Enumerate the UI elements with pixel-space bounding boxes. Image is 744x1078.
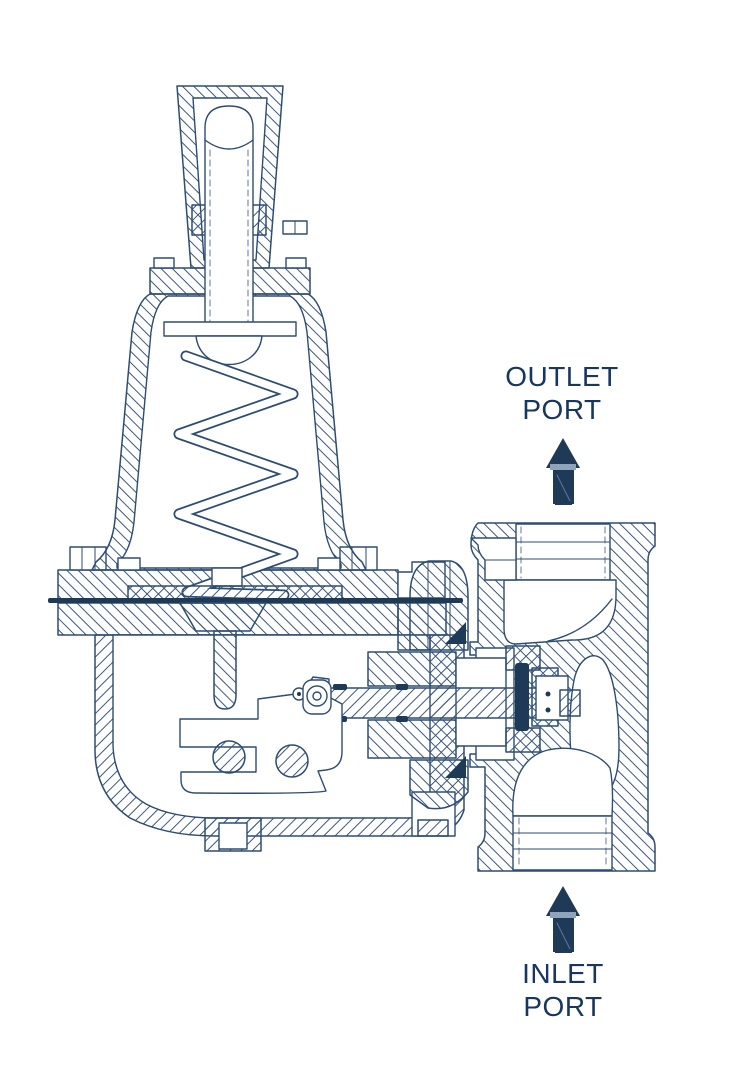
- valve-stem-assembly: [317, 622, 581, 778]
- section-marker-lower: [445, 756, 466, 778]
- body-web-sweep: [547, 598, 613, 642]
- pusher-stem: [213, 630, 237, 710]
- drain-boss: [204, 817, 262, 852]
- outlet-port-label: OUTLET PORT: [456, 360, 668, 426]
- lever-mechanism: [179, 602, 343, 794]
- outlet-chamber: [503, 579, 617, 645]
- diaphragm-backing-plate: [127, 585, 343, 600]
- adjusting-screw: [204, 105, 254, 331]
- plate-boss: [211, 567, 243, 587]
- packing-block-upper: [367, 651, 457, 687]
- locking-pin: [282, 220, 308, 235]
- inlet-port-label-line1: INLET: [522, 958, 604, 989]
- inlet-chamber: [512, 747, 614, 817]
- shoulder-lug-right: [285, 257, 307, 269]
- stem-clevis: [302, 679, 332, 715]
- inlet-port-label-line2: PORT: [523, 991, 603, 1022]
- outlet-arrow: [546, 438, 580, 505]
- case-lug-left: [117, 557, 141, 571]
- lever-fulcrum-pin: [275, 744, 309, 778]
- lever-pivot-pin: [212, 740, 246, 774]
- packing-block-lower: [367, 719, 457, 759]
- spring-seat-plate: [163, 321, 297, 337]
- diaphragm: [48, 598, 463, 603]
- outlet-threaded-bore: [515, 523, 611, 581]
- inlet-threaded-bore: [512, 815, 613, 871]
- case-plug: [417, 819, 449, 837]
- outlet-port-label-line2: PORT: [522, 394, 602, 425]
- seat-retainer-lower: [505, 727, 541, 753]
- stem-extension: [559, 689, 581, 717]
- case-lug-right: [317, 557, 341, 571]
- shoulder-lug-left: [153, 257, 175, 269]
- valve-body: [469, 522, 656, 872]
- section-marker-upper: [445, 622, 466, 644]
- spring-button: [195, 335, 263, 366]
- spring-actuator: [91, 85, 367, 601]
- inlet-arrow: [546, 886, 580, 953]
- body-step: [470, 537, 517, 581]
- pusher-plate: [179, 602, 267, 632]
- inlet-port-label: INLET PORT: [457, 957, 669, 1023]
- outlet-port-label-line1: OUTLET: [505, 361, 619, 392]
- union-nut: [409, 560, 469, 651]
- seal-disc: [515, 663, 529, 731]
